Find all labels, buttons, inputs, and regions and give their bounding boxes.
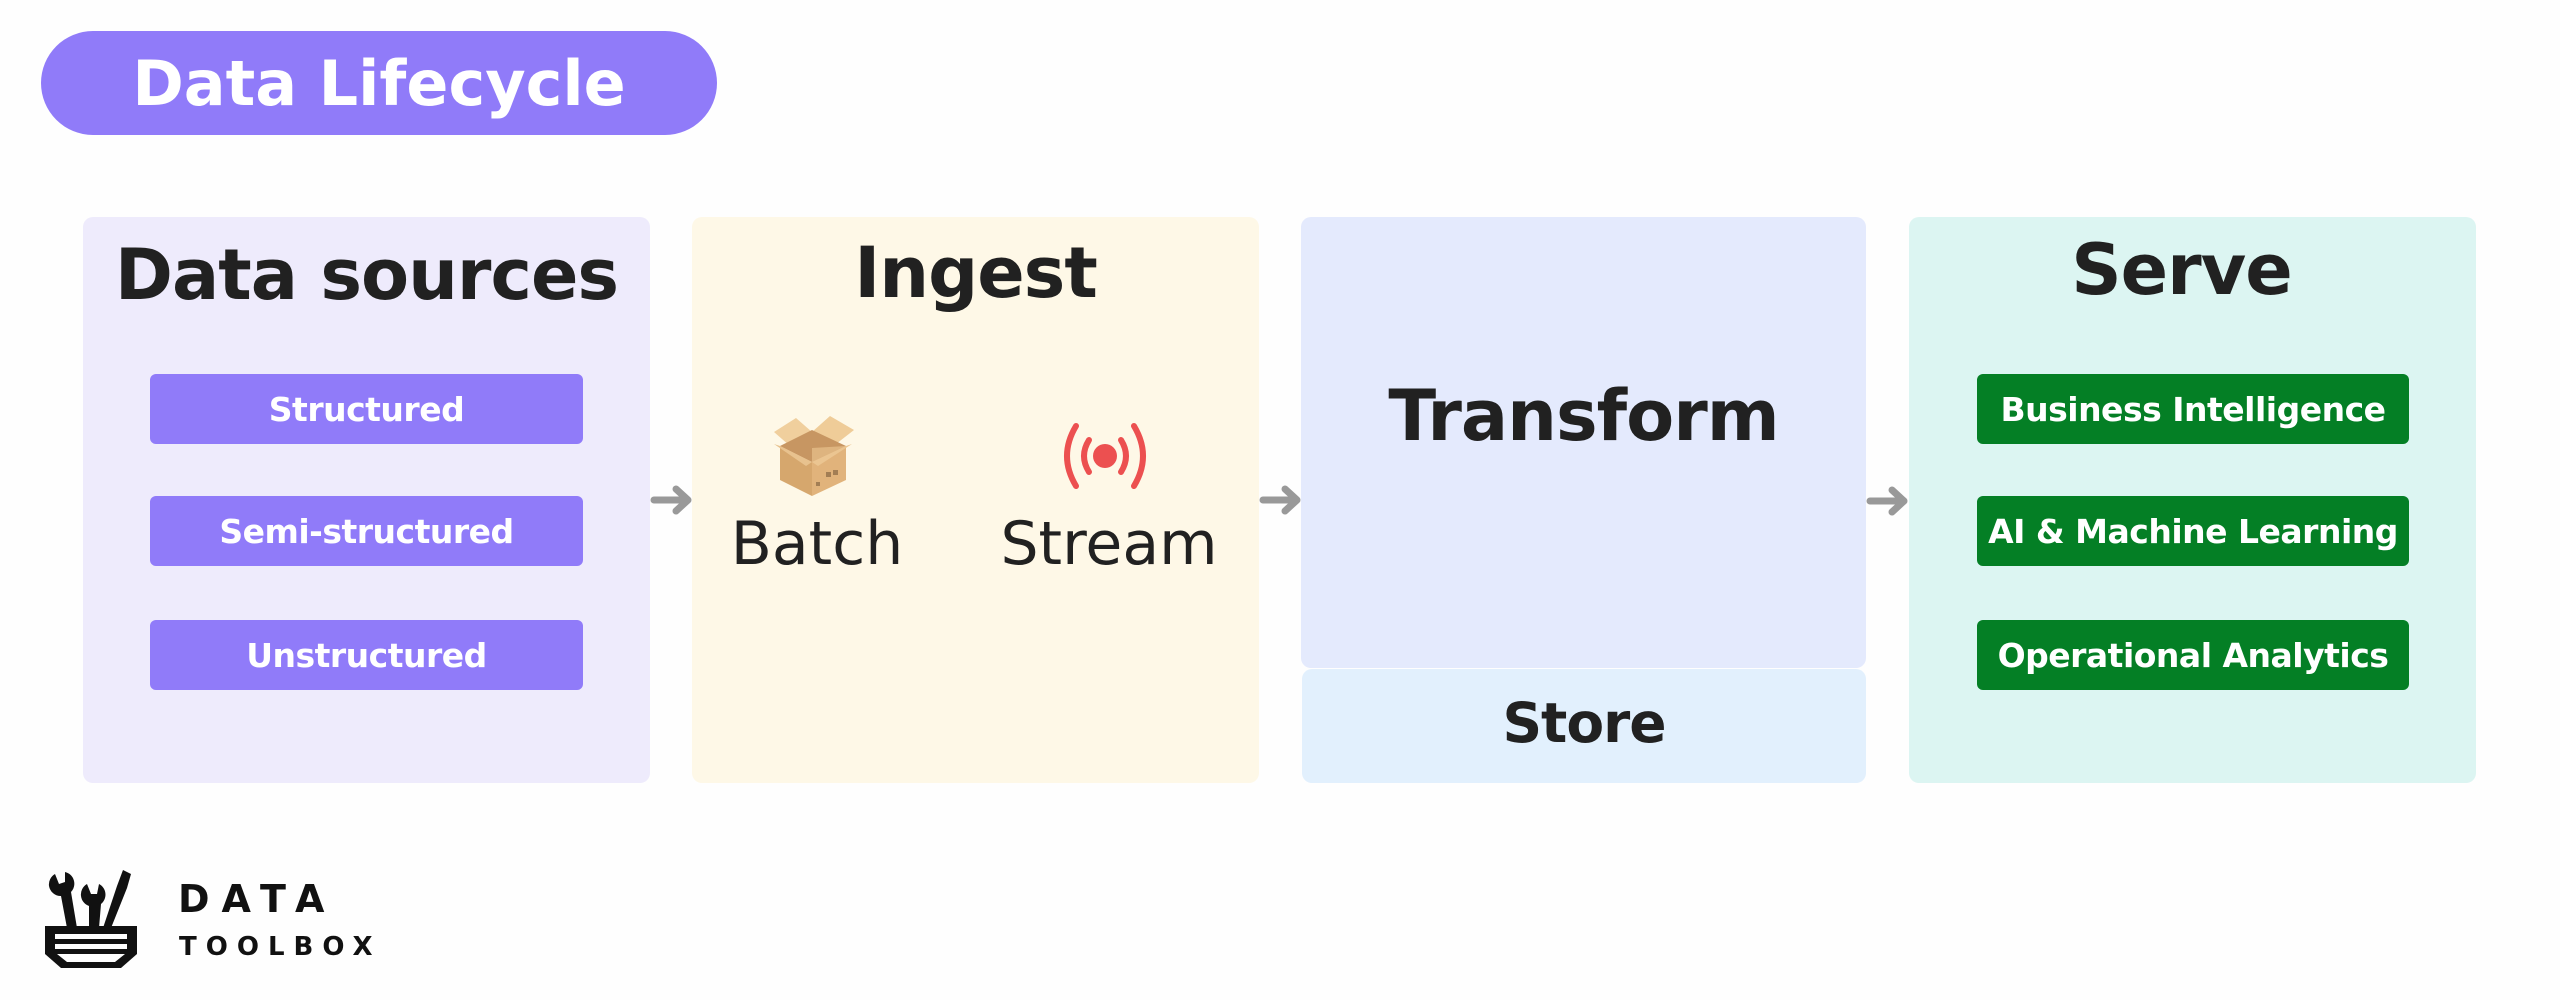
arrow-right-icon	[650, 485, 692, 515]
transform-panel	[1301, 217, 1866, 668]
toolbox-icon	[45, 870, 137, 968]
ingest-heading: Ingest	[854, 232, 1098, 314]
serve-heading: Serve	[2071, 229, 2293, 311]
logo-text-toolbox: TOOLBOX	[179, 932, 382, 962]
source-item-unstructured: Unstructured	[150, 620, 583, 690]
source-item-structured: Structured	[150, 374, 583, 444]
ingest-panel	[692, 217, 1259, 783]
open-box-icon	[774, 416, 854, 496]
page-title: Data Lifecycle	[41, 31, 717, 135]
page-title-text: Data Lifecycle	[132, 46, 626, 120]
serve-item-operational-analytics: Operational Analytics	[1977, 620, 2409, 690]
store-heading: Store	[1502, 691, 1666, 755]
ingest-mode-stream: Stream	[1000, 509, 1218, 579]
store-panel	[1302, 669, 1866, 783]
serve-item-ai-machine-learning: AI & Machine Learning	[1977, 496, 2409, 566]
source-item-semi-structured: Semi-structured	[150, 496, 583, 566]
arrow-right-icon	[1866, 486, 1908, 516]
data-sources-heading: Data sources	[114, 234, 619, 316]
arrow-right-icon	[1259, 485, 1301, 515]
broadcast-icon	[1064, 423, 1146, 489]
ingest-mode-batch: Batch	[730, 509, 904, 579]
logo-text-data: DATA	[178, 877, 337, 921]
transform-heading: Transform	[1388, 375, 1779, 457]
serve-item-business-intelligence: Business Intelligence	[1977, 374, 2409, 444]
